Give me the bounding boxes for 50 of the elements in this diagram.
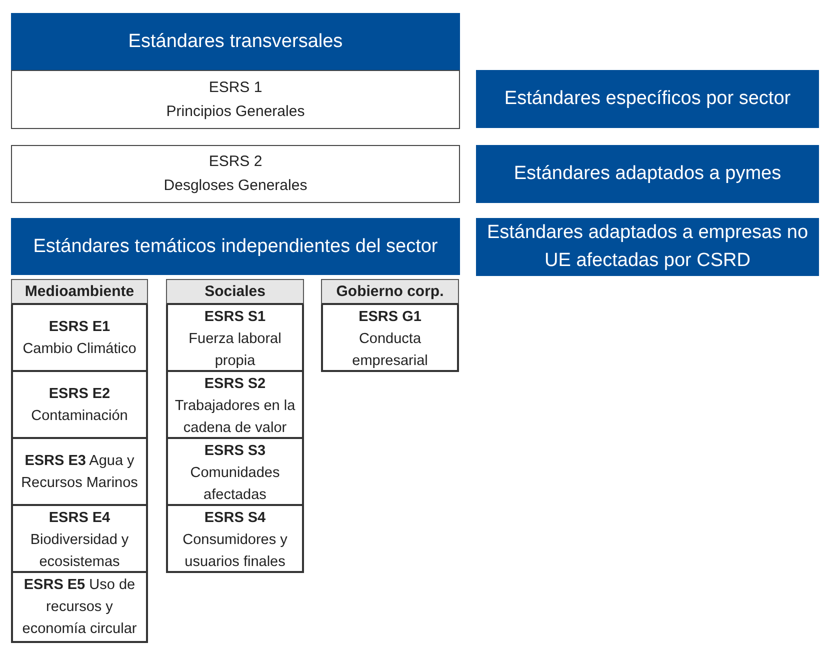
column-title: Medioambiente (24, 283, 134, 300)
column-header (11, 279, 148, 305)
standard-cell (11, 372, 148, 439)
standard-label: ESRS E3 Agua y Recursos Marinos (20, 452, 139, 493)
standard-name: Biodiversidad y ecosistemas (29, 531, 130, 572)
band-heading (476, 70, 819, 128)
band-title: Estándares adaptados a pymes (514, 162, 782, 186)
standard-cell (11, 439, 148, 506)
standard-cell (166, 305, 304, 372)
standard-name: Principios Generales (166, 102, 305, 122)
standard-name: Contaminación (31, 407, 128, 426)
column-title: Sociales (204, 283, 266, 300)
standard-code: ESRS 1 (208, 78, 262, 98)
column-header (321, 279, 459, 305)
standard-label: ESRS E5 Uso de recursos y economía circular (21, 576, 138, 639)
standard-code: ESRS S4 (204, 509, 266, 528)
column-title: Gobierno corp. (336, 283, 444, 300)
standard-code: ESRS E1 (48, 318, 110, 337)
standard-name: Comunidades afectadas (189, 464, 281, 505)
band-title: Estándares adaptados a empresas no UE afectadas por CSRD (486, 221, 810, 273)
band-heading (476, 218, 819, 276)
standard-box (11, 145, 460, 203)
standard-code: ESRS G1 (358, 308, 422, 327)
standard-name: Desgloses Generales (164, 176, 308, 196)
standard-code: ESRS S3 (204, 442, 266, 461)
standard-cell (11, 305, 148, 372)
standard-cell (321, 305, 459, 372)
band-title: Estándares transversales (128, 30, 343, 54)
standard-box (11, 70, 460, 129)
standard-cell (11, 573, 148, 643)
column-header (166, 279, 304, 305)
band-heading (11, 13, 460, 70)
band-title: Estándares específicos por sector (504, 87, 791, 111)
standard-name: Trabajadores en la cadena de valor (174, 397, 296, 438)
standard-code: ESRS S2 (204, 375, 266, 394)
standard-code: ESRS E2 (48, 385, 110, 404)
standard-name: Cambio Climático (22, 340, 136, 359)
band-heading (11, 218, 460, 275)
band-heading (476, 145, 819, 203)
standard-cell (166, 372, 304, 439)
standard-cell (166, 506, 304, 573)
standard-name: Conducta empresarial (351, 330, 429, 371)
standard-code: ESRS E4 (48, 509, 110, 528)
standard-cell (11, 506, 148, 573)
standard-code: ESRS S1 (204, 308, 266, 327)
standard-cell (166, 439, 304, 506)
standard-name: Fuerza laboral propia (188, 330, 282, 371)
band-title: Estándares temáticos independientes del sector (33, 234, 438, 258)
standard-code: ESRS 2 (208, 152, 262, 172)
standard-name: Consumidores y usuarios finales (182, 531, 288, 572)
